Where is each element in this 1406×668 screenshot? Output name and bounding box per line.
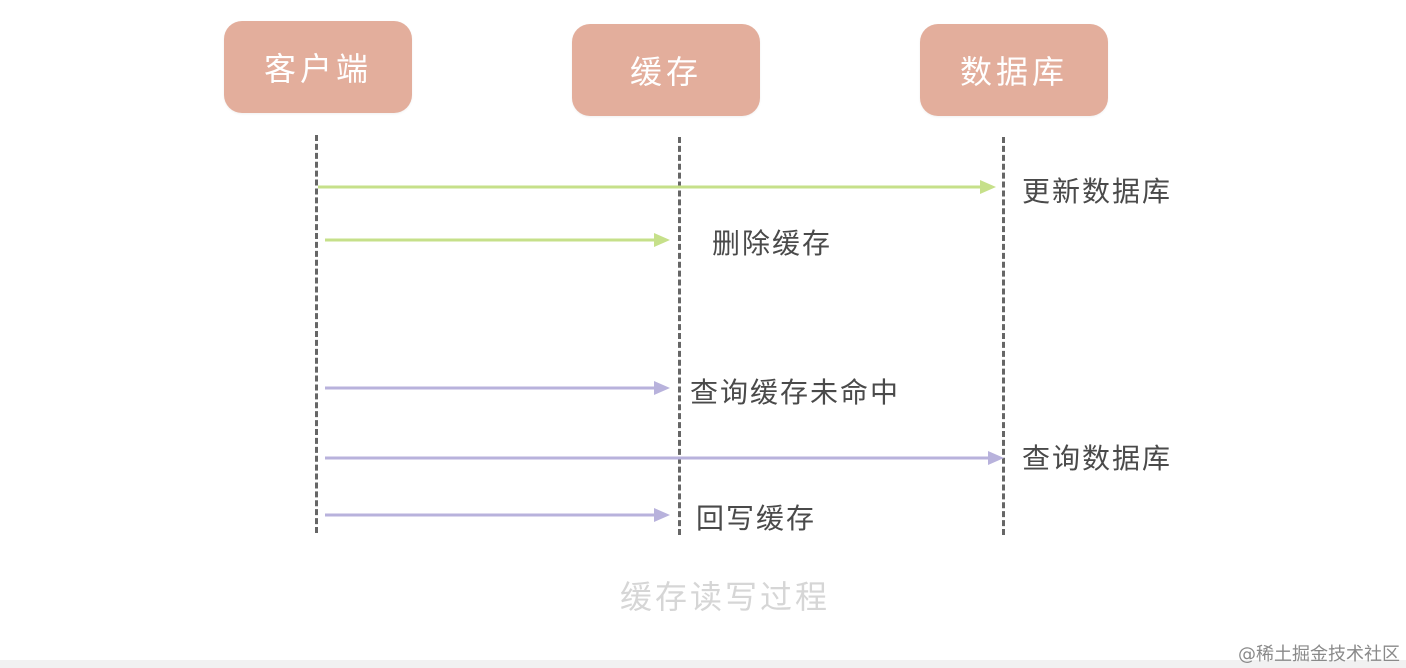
participant-cache: 缓存: [572, 24, 760, 116]
arrow-update-database: [318, 180, 996, 194]
arrow-write-back-cache: [325, 508, 670, 522]
message-label-update-database: 更新数据库: [1022, 175, 1173, 208]
participant-cache-label: 缓存: [629, 53, 702, 91]
participant-database-label: 数据库: [959, 53, 1068, 91]
arrow-query-database: [325, 451, 1004, 465]
lifeline-database: [1002, 137, 1005, 535]
participant-client-label: 客户端: [263, 50, 372, 88]
message-label-query-database: 查询数据库: [1022, 442, 1173, 475]
lifeline-cache: [678, 137, 681, 535]
arrow-delete-cache: [325, 233, 670, 247]
participant-client: 客户端: [224, 21, 412, 113]
participant-database: 数据库: [920, 24, 1108, 116]
arrow-query-cache-miss: [325, 381, 670, 395]
message-label-query-cache-miss: 查询缓存未命中: [690, 376, 901, 409]
bottom-band: [0, 660, 1406, 668]
diagram-caption: 缓存读写过程: [619, 578, 830, 616]
message-label-write-back-cache: 回写缓存: [696, 502, 817, 535]
watermark: @稀土掘金技术社区: [1238, 644, 1400, 665]
message-label-delete-cache: 删除缓存: [712, 227, 833, 260]
lifeline-client: [315, 135, 318, 533]
